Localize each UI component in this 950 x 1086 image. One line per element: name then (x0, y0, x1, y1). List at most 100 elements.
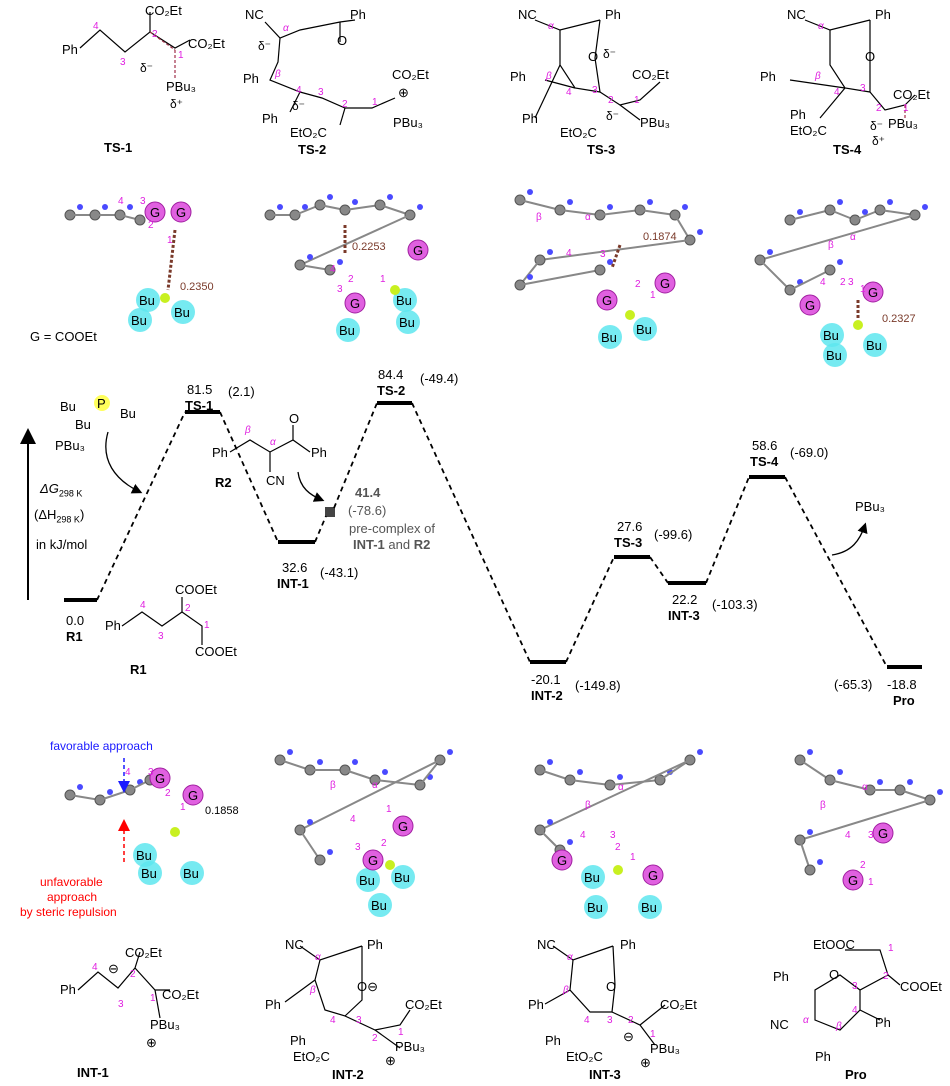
model-bond (299, 829, 321, 861)
phosphorus-atom (390, 285, 400, 295)
bu-group-icon (581, 865, 605, 889)
bond-distance: 0.1874 (643, 231, 677, 243)
hydrogen-atom (682, 204, 688, 210)
g-label: G (188, 788, 198, 803)
r1-skeleton (121, 611, 203, 645)
hydrogen-atom (307, 254, 313, 260)
bu-group-icon (633, 317, 657, 341)
atom-label: CN (266, 473, 285, 488)
g-group-icon (407, 239, 429, 261)
atom-label: Ph (620, 937, 636, 952)
atom-number: β (836, 1021, 842, 1032)
atom-number: 2 (635, 279, 641, 290)
atom-label: PBu₃ (888, 116, 918, 131)
g-label: G (848, 873, 858, 888)
bu-label: Bu (371, 898, 387, 913)
model-bond (569, 779, 611, 786)
model-bond (519, 269, 601, 286)
bu-group-icon (180, 861, 204, 885)
model-bond (599, 209, 641, 216)
hydrogen-atom (387, 194, 393, 200)
bu-label: Bu (587, 900, 603, 915)
atom-label: Ph (545, 1033, 561, 1048)
atom-number: 3 (592, 85, 598, 96)
pbu3-attack-arrow (105, 431, 143, 494)
structure-label: TS-2 (298, 142, 327, 157)
ts3-p-bond (619, 104, 641, 121)
hydrogen-atom (127, 204, 133, 210)
hydrogen-atom (567, 199, 573, 205)
g-group-icon (144, 201, 166, 223)
enthalpy-value: (-69.0) (790, 445, 829, 460)
ts1-skeleton (149, 31, 191, 49)
atom-number: 4 (330, 264, 336, 275)
carbon-atom (314, 854, 326, 866)
atom-number: 3 (318, 87, 324, 98)
atom-number: 4 (350, 814, 356, 825)
partial-charge: δ⁻ (606, 109, 620, 123)
bu-label: Bu (339, 323, 355, 338)
bu-group-icon (598, 325, 622, 349)
ts3-skeleton (534, 64, 561, 119)
charge: ⊕ (398, 85, 409, 100)
dg-subscript: 298 K (58, 488, 83, 499)
partial-charge: δ⁺ (872, 134, 886, 148)
energy-value: 0.0 (66, 613, 85, 628)
phosphorus-atom (170, 827, 180, 837)
ts3-skeleton (599, 81, 661, 106)
hydrogen-atom (567, 839, 573, 845)
atom-number: 1 (150, 993, 156, 1004)
dh-close: ) (79, 507, 85, 522)
charge: ⊖ (623, 1029, 634, 1044)
atom-label: NC (770, 1017, 789, 1032)
g-group-icon (149, 767, 171, 789)
bu-group-icon (356, 868, 380, 892)
atom-label: COOEt (900, 979, 942, 994)
bu-label: Bu (174, 305, 190, 320)
bu-label: Bu (136, 848, 152, 863)
atom-number: 1 (386, 804, 392, 815)
bond-distance: 0.2327 (882, 313, 916, 325)
hydrogen-atom (277, 204, 283, 210)
enthalpy-value: (2.1) (228, 384, 255, 399)
ts3-skeleton (534, 19, 601, 31)
atom-label: Ph (790, 107, 806, 122)
precomplex-components: INT-1 and R2 (353, 538, 430, 551)
favorable-approach-label: favorable approach (50, 739, 153, 753)
bu-group-icon (171, 300, 195, 324)
atom-label: CO₂Et (125, 945, 162, 960)
hydrogen-atom (327, 849, 333, 855)
bu-label: Bu (141, 866, 157, 881)
bu-label: Bu (823, 328, 839, 343)
bu-group-icon (396, 310, 420, 334)
atom-label: P (97, 396, 106, 411)
atom-number: 4 (584, 1015, 590, 1026)
atom-label: Bu (120, 406, 136, 421)
atom-number: 3 (600, 249, 606, 260)
dashed-connector (649, 556, 669, 584)
atom-number: 4 (580, 830, 586, 841)
atom-number: β (585, 800, 591, 811)
pro-skeleton (859, 1009, 881, 1021)
model-bond (299, 759, 441, 831)
hydrogen-atom (307, 819, 313, 825)
atom-label: Ph (62, 42, 78, 57)
hydrogen-atom (527, 274, 533, 280)
atom-label: Ph (243, 71, 259, 86)
atom-number: 2 (628, 1015, 634, 1026)
int3-skeleton (639, 1024, 656, 1046)
carbon-atom (594, 264, 606, 276)
bu-group-icon (584, 895, 608, 919)
dashed-connector (219, 411, 279, 543)
bond-distance: 0.2350 (180, 281, 214, 293)
atom-label: PBu₃ (150, 1017, 180, 1032)
atom-label: CO₂Et (632, 67, 669, 82)
bu-label: Bu (131, 313, 147, 328)
ts4-skeleton (789, 79, 846, 89)
precomplex-and: and (384, 537, 414, 552)
atom-label: PBu₃ (393, 115, 423, 130)
atom-number: 3 (120, 57, 126, 68)
atom-number: 4 (820, 277, 826, 288)
carbon-atom (824, 264, 836, 276)
hydrogen-atom (697, 749, 703, 755)
